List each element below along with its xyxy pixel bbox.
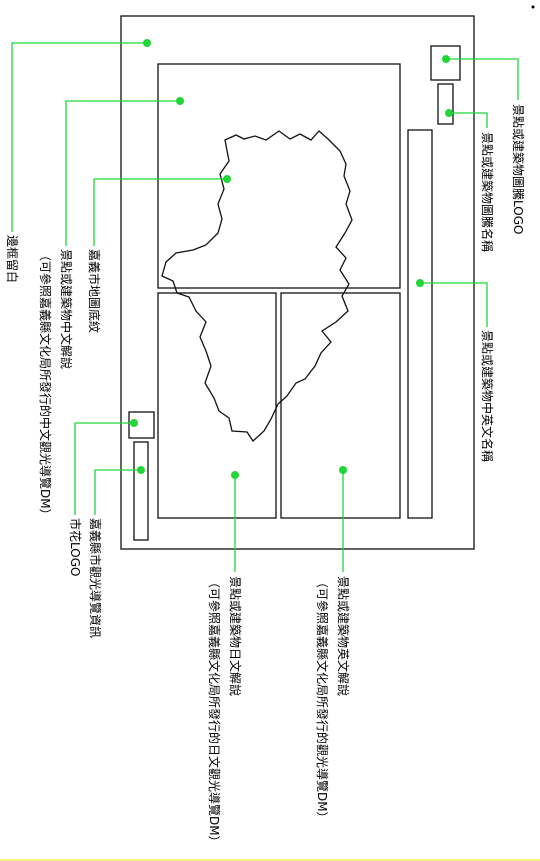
label-desc-zh-ref: （可參照嘉義縣文化局所發行的中文觀光導覽DM）: [38, 249, 53, 521]
city-logo-box: [128, 411, 155, 439]
label-desc-zh: 景點或建築物中文解說: [59, 249, 74, 369]
map-panel: [157, 63, 401, 289]
icon-name-box: [437, 83, 454, 125]
anchor-dot: [223, 175, 231, 183]
label-map: 嘉義市地圖底紋: [87, 249, 102, 333]
anchor-dot: [176, 97, 184, 105]
label-desc-ja: 景點或建築物日文解說: [228, 576, 243, 696]
label-desc-ja-ref: （可參照嘉義縣文化局所發行的日文觀光導覽DM）: [207, 576, 222, 848]
anchor-dot: [143, 39, 151, 47]
bottom-rule: [0, 859, 540, 861]
anchor-dot: [130, 419, 138, 427]
anchor-dot: [445, 109, 453, 117]
leader-map: [93, 178, 227, 246]
anchor-dot: [137, 466, 145, 474]
anchor-dot: [416, 279, 424, 287]
leader-name-en: [420, 282, 488, 327]
leader-city-logo: [74, 422, 134, 515]
leader-city-info: [94, 469, 141, 515]
label-city-logo: 市花LOGO: [68, 518, 83, 576]
map-outline: [161, 130, 353, 442]
corner-mark: [531, 5, 535, 9]
english-panel: [280, 292, 401, 519]
label-desc-en: 景點或建築物英文解說: [336, 576, 351, 696]
logo-box: [430, 45, 461, 81]
name-bar: [407, 129, 433, 519]
leader-icon-name: [449, 112, 488, 128]
label-name-en: 景點或建築物中英文名稱: [480, 330, 495, 462]
leader-logo: [446, 58, 519, 100]
label-logo: 景點或建築物圖騰LOGO: [511, 104, 526, 234]
label-desc-en-ref: （可參照嘉義縣文化局所發行的觀光導覽DM）: [315, 576, 330, 824]
city-info-box: [133, 441, 149, 541]
anchor-dot: [442, 55, 450, 63]
leader-margin: [11, 42, 147, 232]
label-icon-name: 景點或建築物圖騰名稱: [480, 132, 495, 252]
leader-desc-zh: [65, 100, 180, 246]
anchor-dot: [231, 471, 239, 479]
label-city-info: 嘉義縣市觀光導覽資訊: [88, 518, 103, 638]
japanese-panel: [157, 292, 277, 519]
label-margin: 邊框留白: [5, 235, 20, 283]
anchor-dot: [339, 466, 347, 474]
